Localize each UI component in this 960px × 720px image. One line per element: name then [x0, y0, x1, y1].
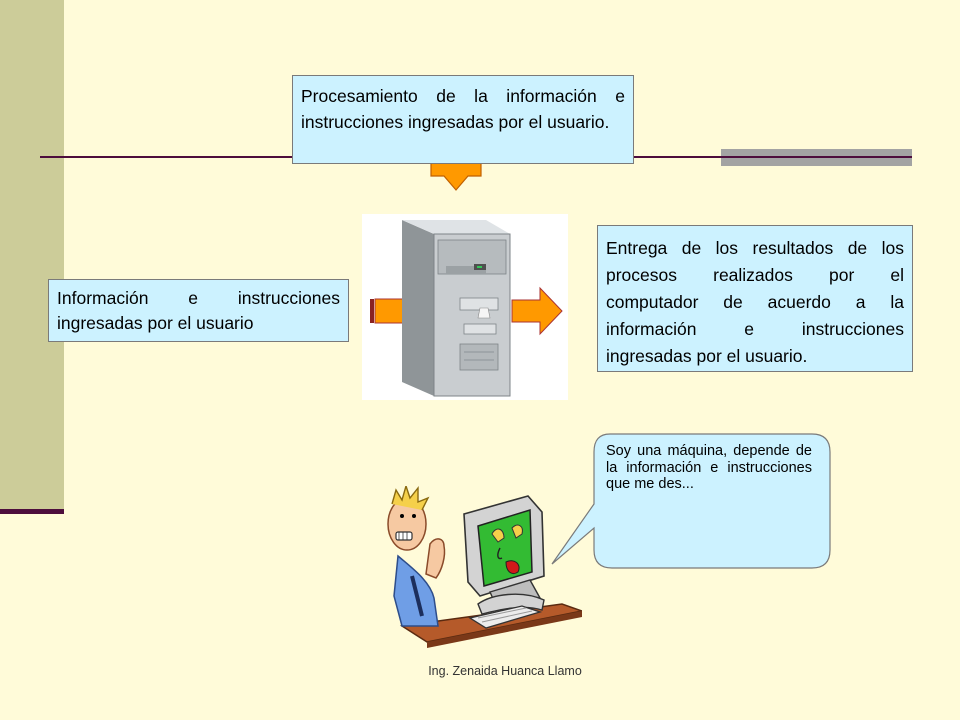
input-box: Información e instrucciones ingresadas p…: [48, 279, 349, 342]
down-arrow-icon: [430, 160, 482, 191]
computer-tower-icon: [362, 214, 568, 400]
side-bar-base-line: [0, 509, 64, 514]
output-arrow-icon: [511, 286, 563, 336]
speech-bubble: [551, 433, 831, 569]
footer-author: Ing. Zenaida Huanca Llamo: [428, 664, 582, 678]
decorative-side-bar: [0, 0, 64, 510]
output-text: Entrega de los resultados de los proceso…: [606, 238, 904, 366]
processing-text: Procesamiento de la información e instru…: [301, 86, 625, 132]
rule-accent-line: [721, 156, 912, 158]
input-text: Información e instrucciones ingresadas p…: [57, 288, 340, 333]
processing-box: Procesamiento de la información e instru…: [292, 75, 634, 164]
output-box: Entrega de los resultados de los proceso…: [597, 225, 913, 372]
frustrated-user-cartoon: [387, 486, 582, 648]
bubble-text: Soy una máquina, depende de la informaci…: [606, 443, 812, 492]
